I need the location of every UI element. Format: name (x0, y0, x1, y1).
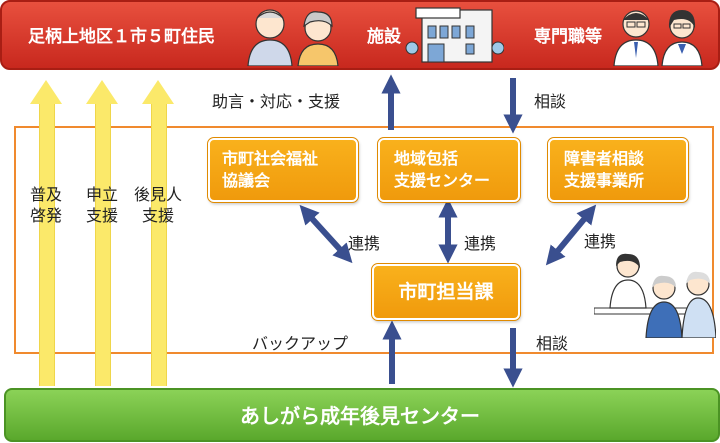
professionals-icon (613, 10, 703, 66)
guardian-support-label: 後見人支援 (133, 185, 182, 225)
advice-label: 助言・対応・支援 (212, 92, 341, 111)
consult-bottom-label: 相談 (536, 334, 569, 353)
community-support-center-box: 地域包括支援センター (377, 137, 521, 203)
consult-top-label: 相談 (534, 92, 567, 111)
top-banner (0, 0, 720, 70)
welfare-council-box: 市町社会福祉協議会 (207, 137, 359, 203)
bottom-banner (4, 388, 720, 442)
link-right-arrow (545, 204, 597, 266)
facilities-label: 施設 (367, 27, 401, 47)
guardian-support-arrow-icon (142, 80, 174, 386)
residents-label: 足柄上地区１市５町住民 (28, 27, 215, 47)
disability-consultation-office-box: 障害者相談支援事業所 (547, 137, 689, 203)
petition-support-arrow-icon (86, 80, 118, 386)
link-left-arrow (299, 204, 353, 264)
elderly-couple-icon (247, 9, 339, 66)
awareness-label: 普及啓発 (29, 185, 62, 225)
link-right-label: 連携 (584, 232, 617, 251)
guardianship-center-title: あしがら成年後見センター (240, 404, 480, 428)
petition-support-label: 申立支援 (85, 185, 118, 225)
consultation-people-icon (594, 253, 716, 338)
municipal-department-box: 市町担当課 (371, 263, 521, 321)
backup-label: バックアップ (252, 334, 349, 353)
awareness-arrow-icon (30, 80, 62, 386)
link-left-label: 連携 (348, 234, 381, 253)
network-frame (14, 126, 714, 354)
professionals-label: 専門職等 (534, 27, 602, 47)
link-center-label: 連携 (464, 234, 497, 253)
building-icon (405, 7, 504, 63)
